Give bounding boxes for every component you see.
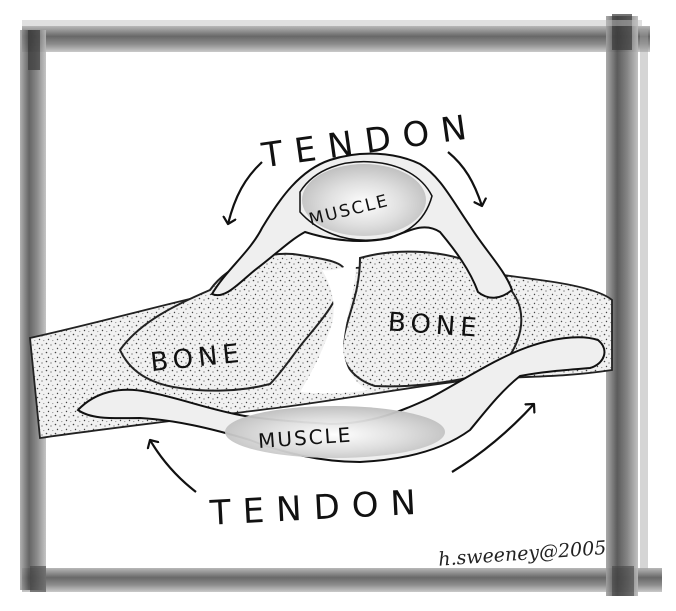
- frame-left: [20, 30, 46, 590]
- frame-bottom: [22, 568, 662, 592]
- frame-top: [22, 26, 650, 52]
